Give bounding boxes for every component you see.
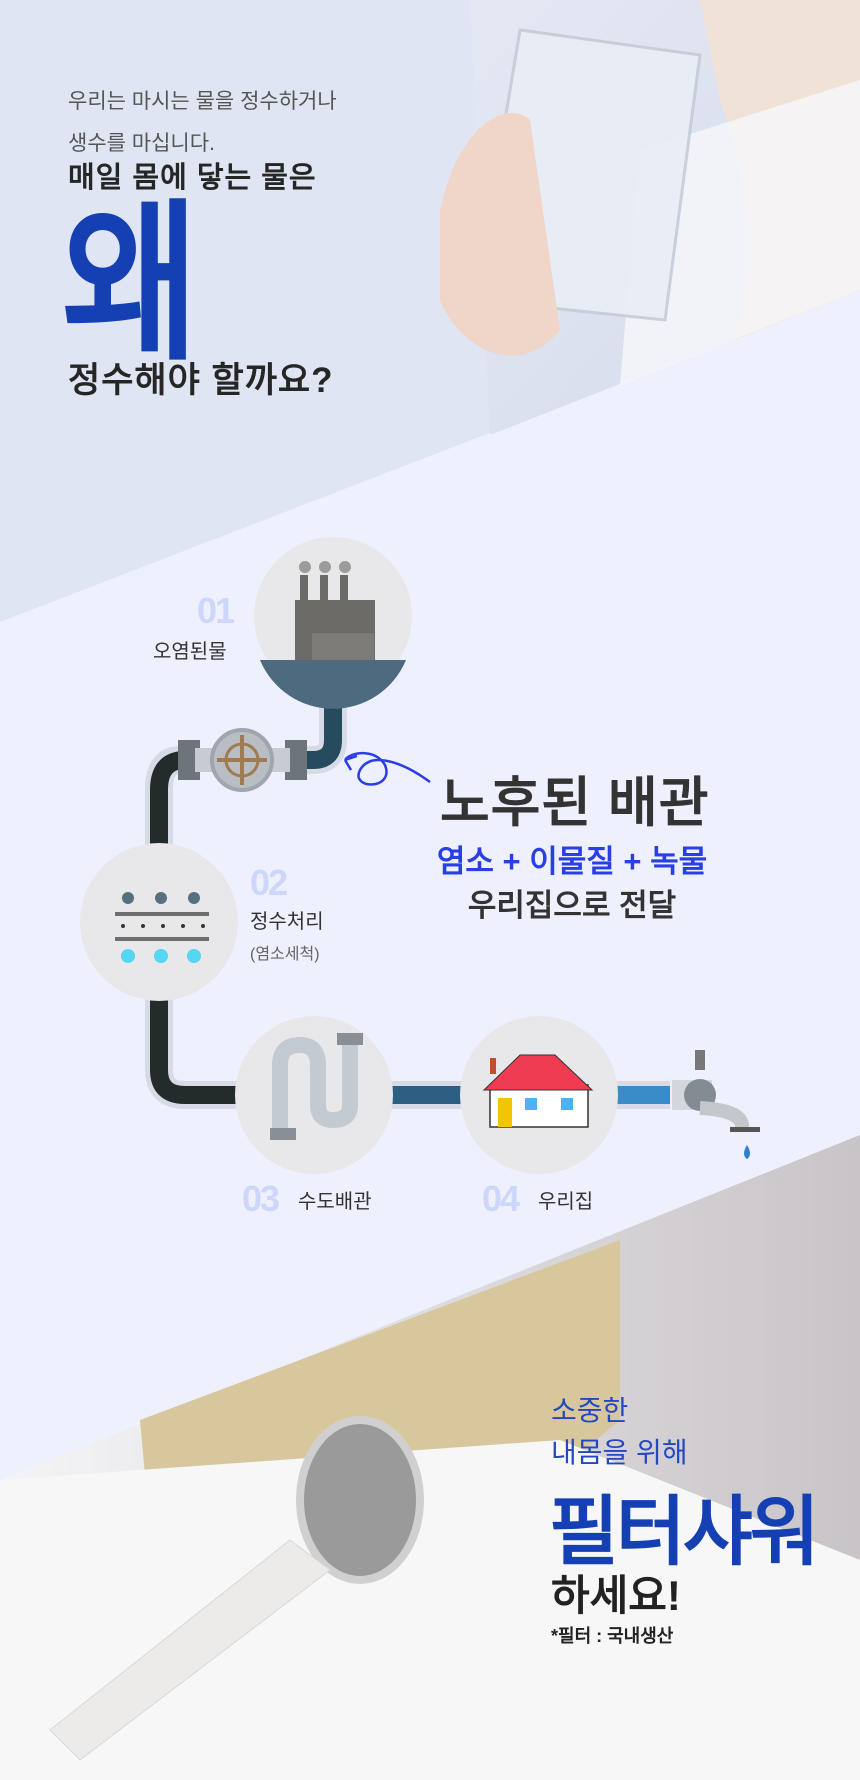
drinking-water-photo bbox=[440, 0, 860, 435]
step-02-label: 정수처리 bbox=[250, 911, 324, 933]
factory-icon bbox=[260, 660, 406, 709]
outro-line-1: 소중한 bbox=[551, 1395, 629, 1426]
step-02-number: 02 bbox=[250, 862, 288, 903]
step-01-number: 01 bbox=[197, 590, 235, 631]
step-04-number: 04 bbox=[482, 1178, 520, 1219]
outro-line-2: 내몸을 위해 bbox=[551, 1437, 688, 1468]
pipe-icon bbox=[272, 1036, 358, 1130]
callout-delivery: 우리집으로 전달 bbox=[467, 888, 677, 923]
product-name: 필터샤워 bbox=[549, 1490, 820, 1575]
valve-icon bbox=[178, 728, 307, 792]
step-04-circle bbox=[460, 1016, 618, 1174]
origin-note: *필터 : 국내생산 bbox=[551, 1626, 674, 1646]
step-03-circle bbox=[235, 1016, 393, 1174]
callout-contaminants: 염소 + 이물질 + 녹물 bbox=[436, 844, 708, 879]
arrow-icon bbox=[343, 751, 431, 786]
callout-title: 노후된 배관 bbox=[440, 773, 710, 833]
outro-text: 소중한 내몸을 위해 bbox=[551, 1390, 688, 1474]
cta-text: 하세요! bbox=[551, 1572, 681, 1619]
question-bottom: 정수해야 할까요? bbox=[68, 361, 334, 400]
step-02-circle bbox=[80, 843, 238, 1001]
house-icon bbox=[482, 1054, 594, 1128]
intro-text: 우리는 마시는 물을 정수하거나 생수를 마십니다. bbox=[68, 78, 337, 168]
intro-line-2: 생수를 마십니다. bbox=[68, 132, 215, 155]
faucet-icon bbox=[672, 1050, 760, 1159]
emphasis-why: 왜 bbox=[62, 187, 201, 381]
filter-icon bbox=[122, 892, 200, 904]
step-02-sub: (염소세척) bbox=[250, 946, 320, 963]
intro-line-1: 우리는 마시는 물을 정수하거나 bbox=[68, 90, 337, 113]
step-01-label: 오염된물 bbox=[153, 641, 227, 663]
shower-photo bbox=[0, 1135, 860, 1780]
step-01-circle bbox=[254, 537, 412, 709]
step-03-number: 03 bbox=[242, 1178, 280, 1219]
step-03-label: 수도배관 bbox=[298, 1191, 372, 1213]
step-04-label: 우리집 bbox=[538, 1191, 594, 1213]
question-top: 매일 몸에 닿는 물은 bbox=[68, 162, 317, 194]
water-pipe bbox=[145, 695, 670, 1109]
